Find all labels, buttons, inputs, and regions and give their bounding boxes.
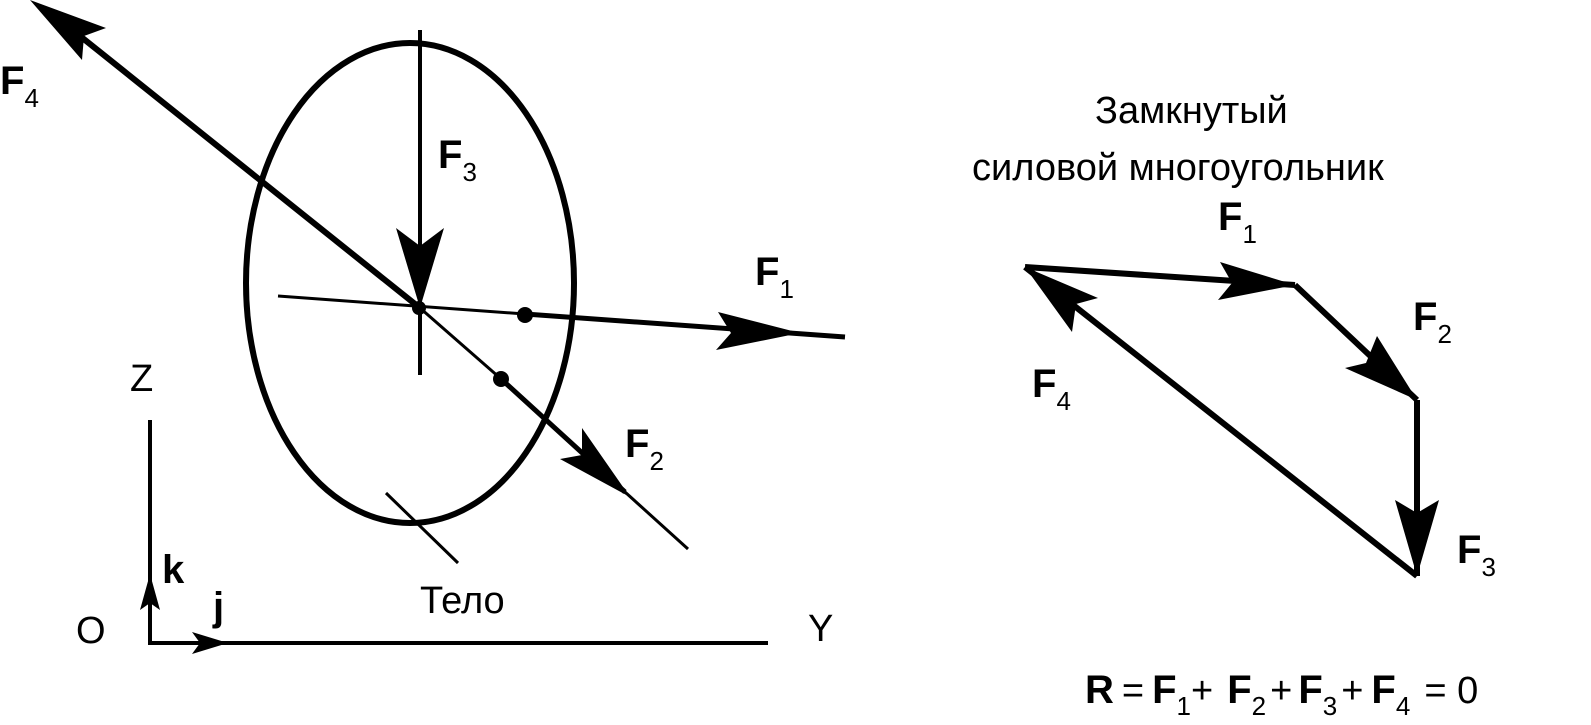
f4-label-left: F4 bbox=[0, 59, 39, 113]
f2-arrowhead bbox=[560, 428, 630, 497]
y-axis-label: Y bbox=[808, 608, 833, 650]
body-figure bbox=[30, 0, 846, 565]
polygon-f4 bbox=[1023, 264, 1419, 579]
f1-label-polygon: F1 bbox=[1218, 195, 1257, 249]
coordinate-axes bbox=[140, 420, 768, 654]
f4-line bbox=[58, 17, 422, 311]
f1-arrowhead bbox=[716, 312, 800, 350]
polygon-title-line1: Замкнутый bbox=[1095, 90, 1288, 132]
f2-label-left: F2 bbox=[625, 422, 664, 476]
z-axis-label: Z bbox=[130, 358, 153, 400]
j-arrowhead bbox=[192, 632, 228, 654]
force-polygon bbox=[1023, 262, 1439, 579]
f2-application-point bbox=[493, 371, 509, 387]
body-pointer-line bbox=[384, 491, 460, 565]
f4-arrowhead bbox=[30, 0, 106, 60]
f2-line-thin bbox=[419, 306, 501, 380]
f3-arrowhead bbox=[396, 228, 444, 308]
polygon-f3-arrowhead bbox=[1395, 500, 1439, 576]
k-unit-label: k bbox=[162, 548, 185, 592]
j-unit-label: j bbox=[212, 585, 224, 629]
polygon-f1-arrowhead bbox=[1218, 262, 1295, 300]
center-point bbox=[412, 301, 426, 315]
polygon-f2-arrowhead bbox=[1345, 336, 1417, 400]
body-ellipse bbox=[243, 40, 577, 526]
f4-label-polygon: F4 bbox=[1032, 362, 1071, 416]
body-label: Тело bbox=[420, 580, 505, 622]
polygon-f4-arrowhead bbox=[1025, 267, 1098, 332]
f2-label-polygon: F2 bbox=[1413, 295, 1452, 349]
f2-line-tail bbox=[623, 490, 690, 551]
polygon-title-line2: силовой многоугольник bbox=[972, 147, 1384, 189]
resultant-equation: R=F1+F2+F3+F4= 0 bbox=[1085, 668, 1478, 721]
k-arrowhead bbox=[140, 574, 160, 610]
f1-label-left: F1 bbox=[755, 250, 794, 304]
origin-label: O bbox=[76, 610, 106, 652]
f3-label-polygon: F3 bbox=[1457, 528, 1496, 582]
f3-label-left: F3 bbox=[438, 133, 477, 187]
f1-line-thin bbox=[277, 294, 526, 316]
f1-application-point bbox=[517, 307, 533, 323]
